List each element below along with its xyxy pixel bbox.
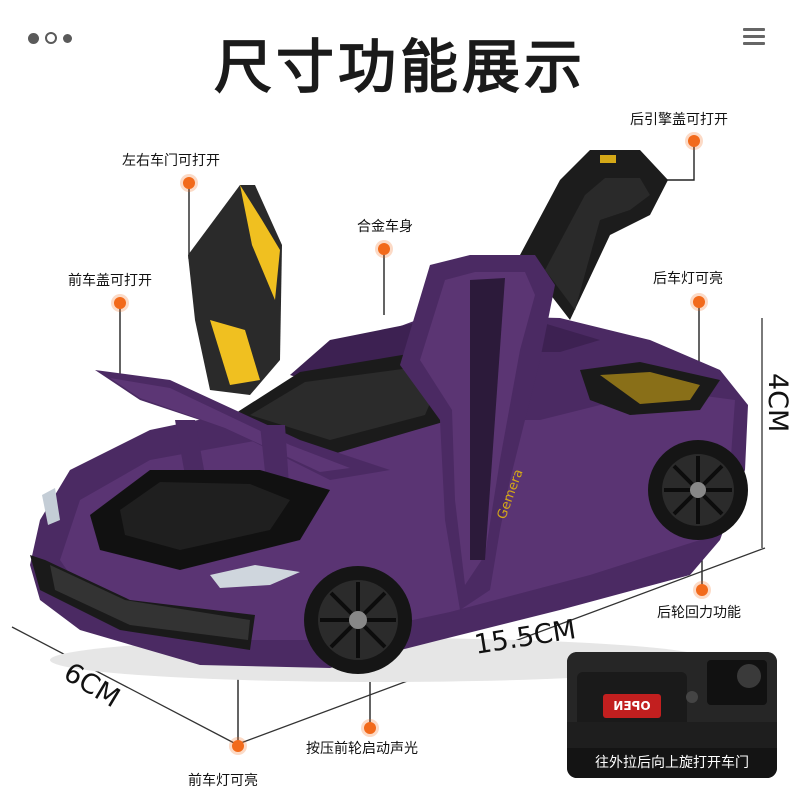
callout-bullet bbox=[232, 740, 244, 752]
menu-icon[interactable] bbox=[743, 28, 765, 46]
callout-bullet bbox=[183, 177, 195, 189]
inset-caption: 往外拉后向上旋打开车门 bbox=[567, 748, 777, 778]
callout-front-hood: 前车盖可打开 bbox=[68, 273, 152, 289]
page-dot[interactable] bbox=[28, 32, 39, 44]
callout-alloy-body: 合金车身 bbox=[357, 219, 413, 235]
door-open-inset: OPEN 往外拉后向上旋打开车门 bbox=[567, 652, 777, 778]
rear-wheel bbox=[648, 440, 748, 540]
callout-bullet bbox=[696, 584, 708, 596]
callout-front-light: 前车灯可亮 bbox=[188, 773, 258, 789]
inset-photo bbox=[567, 652, 777, 748]
page-title: 尺寸功能展示 bbox=[213, 33, 586, 101]
page-dot[interactable] bbox=[45, 32, 57, 44]
callout-bullet bbox=[693, 296, 705, 308]
callout-bullet bbox=[688, 135, 700, 147]
page-indicator[interactable] bbox=[28, 32, 72, 44]
dimension-height: 4CM bbox=[762, 373, 793, 433]
callout-bullet bbox=[364, 722, 376, 734]
callout-rear-light: 后车灯可亮 bbox=[653, 271, 723, 287]
callout-bullet bbox=[378, 243, 390, 255]
rear-hood-open bbox=[520, 150, 668, 320]
front-wheel bbox=[304, 566, 412, 674]
dimension-line-width bbox=[11, 626, 237, 745]
right-door-open: Gemera bbox=[400, 255, 555, 610]
callout-pullback: 后轮回力功能 bbox=[657, 605, 741, 621]
front-hood-open bbox=[95, 370, 390, 500]
callout-bullet bbox=[114, 297, 126, 309]
open-badge: OPEN bbox=[603, 694, 661, 718]
left-door-open bbox=[188, 185, 282, 395]
page-dot[interactable] bbox=[63, 33, 72, 43]
callout-doors: 左右车门可打开 bbox=[122, 153, 220, 169]
callout-rear-hood: 后引擎盖可打开 bbox=[630, 112, 728, 128]
callout-front-wheel-sound: 按压前轮启动声光 bbox=[306, 741, 418, 757]
